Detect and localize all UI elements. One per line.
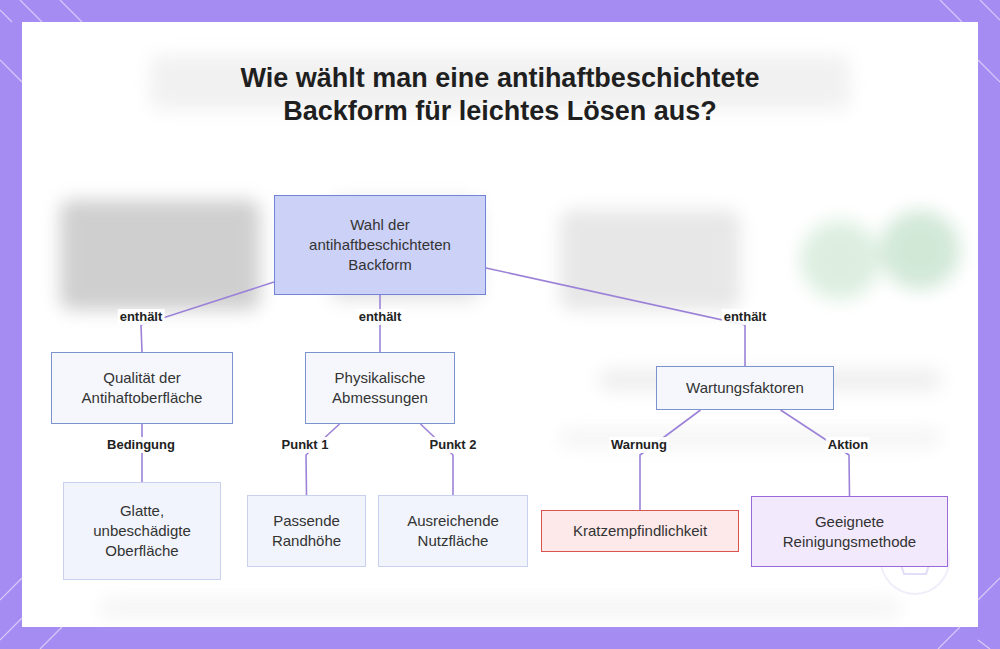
process-box: Passende Randhöhe: [247, 495, 366, 567]
connector-line: [421, 424, 454, 495]
node-text: Passende Randhöhe: [256, 511, 357, 551]
connector-line: [640, 410, 701, 510]
diagram-title: Wie wählt man eine antihaftbeschichtete …: [230, 62, 770, 128]
connector-line: [781, 410, 850, 496]
white-panel: [22, 22, 978, 627]
process-box: Glatte, unbeschädigte Oberfläche: [63, 482, 221, 580]
connector-line: [486, 268, 745, 366]
process-box: Kratzempfindlichkeit: [541, 510, 739, 552]
process-box: Geeignete Reinigungsmethode: [751, 496, 948, 567]
node-text: Qualität der Antihaftoberfläche: [60, 368, 224, 408]
connector-line: [306, 424, 340, 495]
process-box: Ausreichende Nutzfläche: [378, 495, 528, 567]
edge-label: Aktion: [826, 437, 870, 453]
blurred-shape: [800, 220, 880, 300]
process-box: Wartungsfaktoren: [656, 366, 834, 410]
process-box: Physikalische Abmessungen: [305, 352, 455, 424]
edge-label: enthält: [722, 309, 769, 325]
edge-label: Punkt 2: [428, 437, 479, 453]
blurred-shape: [60, 200, 260, 310]
node-text: Ausreichende Nutzfläche: [387, 511, 519, 551]
node-text: Physikalische Abmessungen: [314, 368, 446, 408]
connector-line: [141, 424, 143, 482]
edge-label: enthält: [357, 309, 404, 325]
edge-label: enthält: [118, 309, 165, 325]
node-text: Geeignete Reinigungsmethode: [760, 512, 939, 552]
node-text: Wahl der antihaftbeschichteten Backform: [283, 215, 477, 275]
process-box: Qualität der Antihaftoberfläche: [51, 352, 233, 424]
blurred-shape: [880, 210, 960, 290]
node-text: Glatte, unbeschädigte Oberfläche: [72, 501, 212, 561]
blurred-background-image: [60, 55, 960, 616]
edge-label: Warnung: [609, 437, 669, 453]
blurred-shape: [100, 600, 900, 616]
edge-label: Punkt 1: [280, 437, 331, 453]
node-text: Wartungsfaktoren: [686, 378, 804, 398]
process-box: Wahl der antihaftbeschichteten Backform: [274, 195, 486, 295]
edge-label: Bedingung: [105, 437, 177, 453]
node-text: Kratzempfindlichkeit: [573, 521, 707, 541]
blurred-shape: [560, 210, 740, 310]
